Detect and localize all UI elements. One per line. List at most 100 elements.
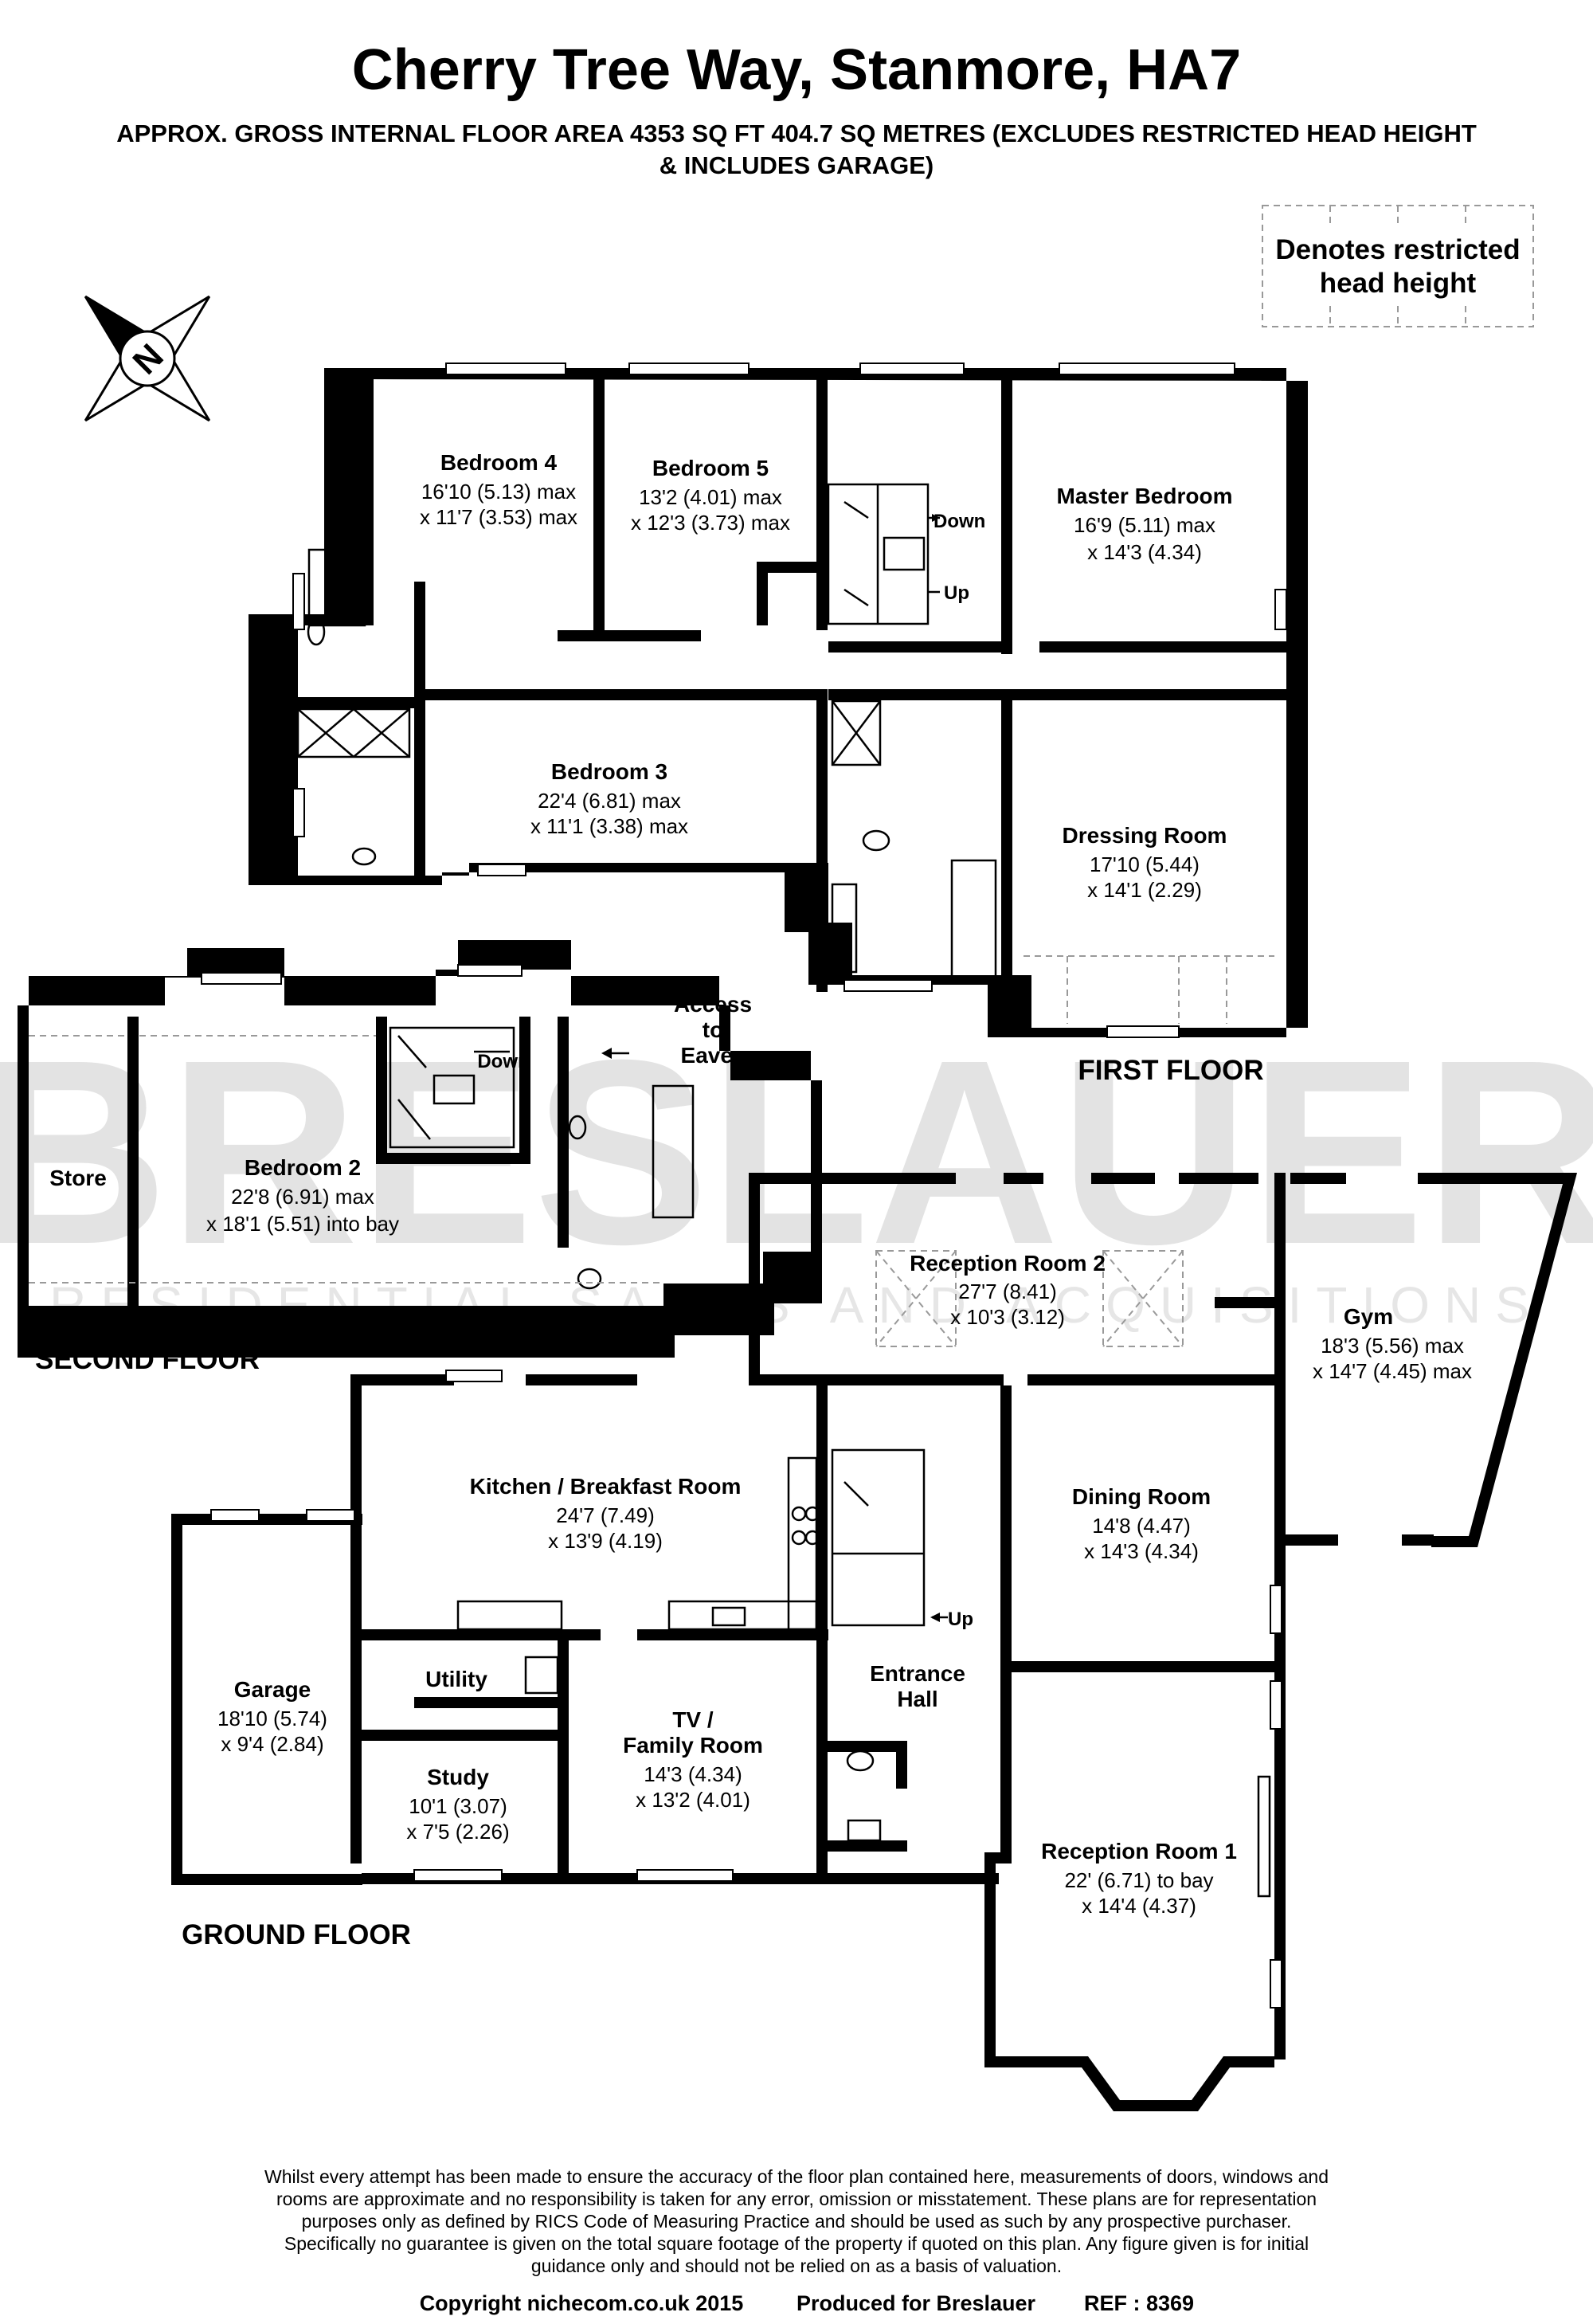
room-dimension: 14'3 (4.34) <box>644 1762 742 1786</box>
room-name: Bedroom 2 <box>245 1155 361 1180</box>
access-eaves-line-1: Access <box>674 992 752 1017</box>
room-dressing-room: Dressing Room 17'10 (5.44) x 14'1 (2.29) <box>1063 823 1227 902</box>
disclaimer: Whilst every attempt has been made to en… <box>264 2166 1329 2276</box>
room-dimension: x 12'3 (3.73) max <box>631 511 790 535</box>
bedroom4-ensuite-bath <box>307 548 366 627</box>
room-dimension: 27'7 (8.41) <box>958 1280 1057 1303</box>
room-dimension: 22'4 (6.81) max <box>538 789 681 813</box>
kitchen-counter <box>456 1600 563 1631</box>
room-name: Reception Room 2 <box>910 1251 1106 1276</box>
room-name: Bedroom 4 <box>440 450 558 475</box>
disclaimer-line: Specifically no guarantee is given on th… <box>284 2233 1309 2254</box>
compass-rose: N <box>84 295 211 422</box>
room-dimension: 18'10 (5.74) <box>217 1707 327 1730</box>
room-name: Master Bedroom <box>1057 484 1233 508</box>
room-dimension: 14'8 (4.47) <box>1092 1514 1191 1538</box>
room-name: Family Room <box>623 1733 763 1758</box>
room-dimension: x 11'1 (3.38) max <box>530 814 688 838</box>
room-reception-room-2: Reception Room 2 27'7 (8.41) x 10'3 (3.1… <box>910 1251 1106 1329</box>
second-floor-label: SECOND FLOOR <box>35 1344 260 1375</box>
ground-floor-stairs-up-label: Up <box>948 1609 973 1630</box>
room-store: Store <box>49 1166 107 1190</box>
room-bedroom-4: Bedroom 4 16'10 (5.13) max x 11'7 (3.53)… <box>420 450 577 529</box>
room-dimension: 16'9 (5.11) max <box>1074 513 1215 537</box>
room-bedroom-2: Bedroom 2 22'8 (6.91) max x 18'1 (5.51) … <box>206 1155 399 1236</box>
disclaimer-line: rooms are approximate and no responsibil… <box>276 2189 1317 2209</box>
room-dimension: 24'7 (7.49) <box>556 1503 655 1527</box>
room-study: Study 10'1 (3.07) x 7'5 (2.26) <box>406 1765 509 1844</box>
dressing-ensuite-shower <box>831 700 882 766</box>
room-bedroom-5: Bedroom 5 13'2 (4.01) max x 12'3 (3.73) … <box>631 456 790 535</box>
room-dimension: x 18'1 (5.51) into bay <box>206 1212 399 1236</box>
room-dimension: x 14'1 (2.29) <box>1087 878 1202 902</box>
ground-floor-plan: Up <box>171 1173 1577 2111</box>
first-floor-stairs-up-label: Up <box>944 582 969 604</box>
room-name: Bedroom 3 <box>551 759 667 784</box>
room-name: Entrance <box>870 1661 965 1686</box>
room-tv-family-room: TV / Family Room 14'3 (4.34) x 13'2 (4.0… <box>623 1707 763 1812</box>
first-floor-stairs-down-label: Down <box>933 511 985 532</box>
disclaimer-line: purposes only as defined by RICS Code of… <box>302 2211 1292 2232</box>
room-name: Reception Room 1 <box>1041 1839 1237 1864</box>
room-dimension: 22'8 (6.91) max <box>231 1185 374 1209</box>
room-dimension: x 9'4 (2.84) <box>221 1732 323 1756</box>
footer-copyright: Copyright nichecom.co.uk 2015 <box>420 2291 744 2315</box>
room-name: Hall <box>897 1687 937 1711</box>
room-name: Dining Room <box>1072 1484 1211 1509</box>
room-master-bedroom: Master Bedroom 16'9 (5.11) max x 14'3 (4… <box>1057 484 1233 564</box>
second-floor-stairs-down-label: Down <box>477 1051 529 1072</box>
room-name: Gym <box>1344 1304 1393 1329</box>
room-dimension: x 13'9 (4.19) <box>548 1529 663 1553</box>
room-dimension: x 7'5 (2.26) <box>406 1820 509 1844</box>
room-kitchen-breakfast: Kitchen / Breakfast Room 24'7 (7.49) x 1… <box>470 1474 742 1553</box>
access-eaves-line-3: Eaves <box>681 1043 746 1068</box>
disclaimer-line: Whilst every attempt has been made to en… <box>264 2166 1329 2187</box>
second-floor-staircase <box>389 1026 515 1149</box>
room-name: Garage <box>234 1677 311 1702</box>
disclaimer-line: guidance only and should not be relied o… <box>531 2255 1062 2276</box>
legend-line-2: head height <box>1320 268 1477 299</box>
room-dimension: x 14'7 (4.45) max <box>1313 1359 1472 1383</box>
room-dimension: 18'3 (5.56) max <box>1321 1334 1464 1358</box>
room-garage: Garage 18'10 (5.74) x 9'4 (2.84) <box>217 1677 327 1756</box>
room-dimension: x 13'2 (4.01) <box>636 1788 750 1812</box>
room-dimension: 17'10 (5.44) <box>1090 852 1200 876</box>
floor-area-line-2: & INCLUDES GARAGE) <box>660 151 933 179</box>
bedroom3-ensuite-shower <box>296 707 411 758</box>
room-bedroom-3: Bedroom 3 22'4 (6.81) max x 11'1 (3.38) … <box>530 759 688 838</box>
footer-ref: REF : 8369 <box>1084 2291 1194 2315</box>
ground-floor-staircase <box>831 1448 948 1627</box>
first-floor-plan: Down Up <box>249 363 1308 1038</box>
room-name: Dressing Room <box>1063 823 1227 848</box>
restricted-height-legend: Denotes restricted head height <box>1262 205 1534 327</box>
ground-floor-label: GROUND FLOOR <box>182 1919 411 1950</box>
room-entrance-hall: Entrance Hall <box>870 1661 965 1711</box>
room-dimension: x 10'3 (3.12) <box>950 1305 1065 1329</box>
room-dimension: x 14'4 (4.37) <box>1082 1894 1196 1918</box>
utility-sink <box>524 1656 559 1695</box>
room-dimension: 10'1 (3.07) <box>409 1794 507 1818</box>
page-title: Cherry Tree Way, Stanmore, HA7 <box>352 38 1241 102</box>
room-name: Study <box>427 1765 489 1789</box>
room-dimension: x 11'7 (3.53) max <box>420 505 577 529</box>
footer-produced: Produced for Breslauer <box>796 2291 1036 2315</box>
room-utility: Utility <box>425 1667 487 1691</box>
room-dining-room: Dining Room 14'8 (4.47) x 14'3 (4.34) <box>1072 1484 1211 1563</box>
room-dimension: x 14'3 (4.34) <box>1087 540 1202 564</box>
kitchen-sink <box>711 1606 746 1627</box>
room-dimension: 16'10 (5.13) max <box>421 480 576 504</box>
footer: Copyright nichecom.co.uk 2015 Produced f… <box>420 2291 1194 2315</box>
room-dimension: x 14'3 (4.34) <box>1084 1539 1199 1563</box>
second-floor-bath <box>652 1084 695 1219</box>
room-gym: Gym 18'3 (5.56) max x 14'7 (4.45) max <box>1313 1304 1472 1383</box>
floor-area-line-1: APPROX. GROSS INTERNAL FLOOR AREA 4353 S… <box>116 120 1477 147</box>
room-name: TV / <box>672 1707 714 1732</box>
legend-line-1: Denotes restricted <box>1275 234 1520 265</box>
first-floor-label: FIRST FLOOR <box>1078 1055 1263 1086</box>
room-dimension: 13'2 (4.01) max <box>639 485 782 509</box>
access-eaves-line-2: to <box>703 1017 723 1042</box>
room-name: Kitchen / Breakfast Room <box>470 1474 742 1499</box>
dressing-ensuite-bath <box>950 859 997 982</box>
second-floor-plan: Down <box>18 940 822 1358</box>
